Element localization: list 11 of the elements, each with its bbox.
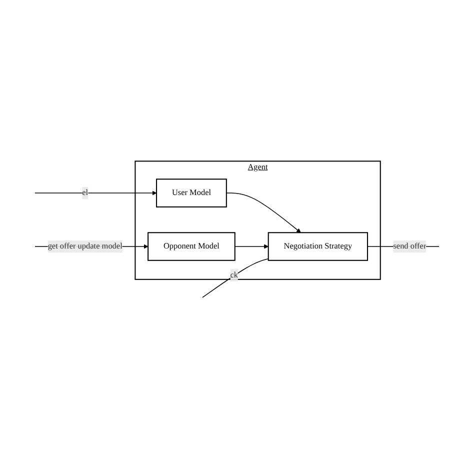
arrow (226, 192, 301, 233)
edge-label: el (82, 188, 88, 198)
arrow (234, 244, 269, 249)
edge-label: send offer (393, 242, 426, 251)
node-box: Negotiation Strategy (268, 232, 368, 261)
node-box: User Model (156, 178, 227, 208)
edge-label: ck (230, 270, 238, 280)
connector (202, 258, 269, 298)
arrow (34, 190, 157, 196)
edge-label: get offer update model (48, 242, 122, 251)
node-box: Opponent Model (148, 232, 236, 261)
